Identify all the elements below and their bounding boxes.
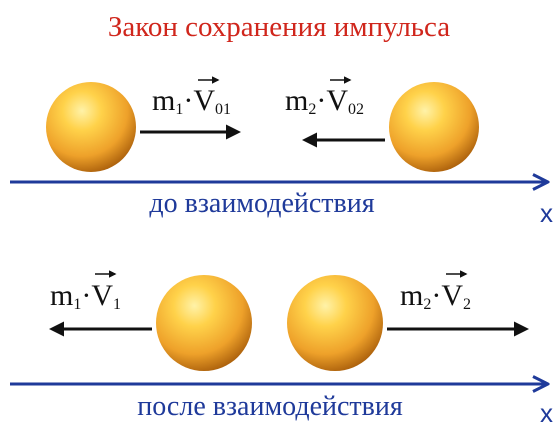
ball-1-before [46, 82, 136, 172]
formula-m1v1: m1·V1 [50, 270, 121, 313]
svg-text:m2·V2: m2·V2 [400, 279, 471, 313]
caption-before: до взаимодействия [149, 188, 374, 219]
after-interaction-panel: x m1·V1 m2·V2 после взаимодействия [10, 270, 553, 425]
axis-label-after: x [540, 398, 553, 425]
diagram-title: Закон сохранения импульса [108, 11, 450, 43]
formula-m1v01: m1·V01 [152, 76, 231, 118]
axis-label-before: x [540, 198, 553, 228]
svg-text:m1·V1: m1·V1 [50, 279, 121, 313]
ball-2-after [287, 275, 383, 371]
caption-after: после взаимодействия [137, 391, 403, 422]
ball-1-after [156, 275, 252, 371]
svg-text:m2·V02: m2·V02 [285, 84, 364, 118]
ball-2-before [389, 82, 479, 172]
formula-m2v2: m2·V2 [400, 270, 471, 313]
before-interaction-panel: x m1·V01 m2·V02 до взаимодействия [10, 76, 553, 228]
formula-m2v02: m2·V02 [285, 76, 364, 118]
svg-text:m1·V01: m1·V01 [152, 84, 231, 118]
